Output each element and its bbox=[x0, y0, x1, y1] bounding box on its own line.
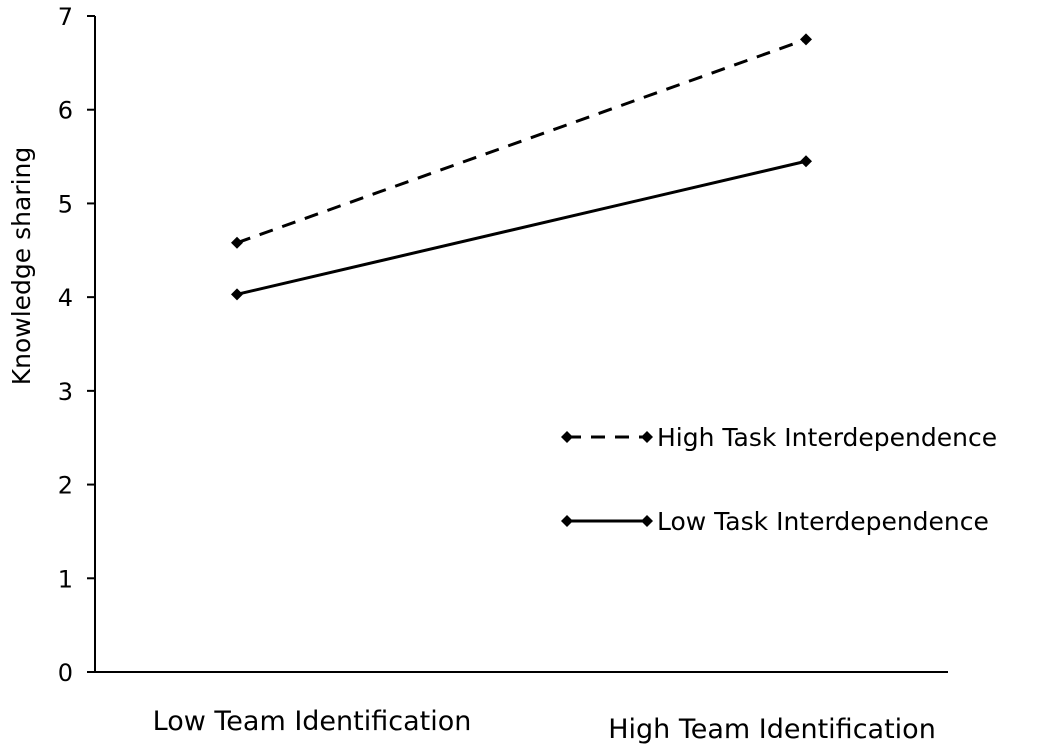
x-category-label: High Team Identification bbox=[608, 714, 936, 745]
x-category-label: Low Team Identification bbox=[153, 706, 472, 737]
y-tick-label: 4 bbox=[58, 284, 73, 312]
y-tick-label: 7 bbox=[58, 3, 73, 31]
legend-marker-diamond bbox=[561, 431, 573, 443]
legend-marker-diamond bbox=[641, 515, 653, 527]
legend-marker-diamond bbox=[641, 431, 653, 443]
x-category-labels: Low Team Identification High Team Identif… bbox=[153, 706, 936, 745]
data-point-diamond bbox=[800, 155, 812, 168]
series-line-low-task-interdependence bbox=[236, 159, 807, 296]
y-tick-label: 2 bbox=[58, 472, 73, 500]
legend-item: High Task Interdependence bbox=[561, 423, 997, 452]
y-tick-label: 0 bbox=[58, 659, 73, 687]
legend-label: Low Task Interdependence bbox=[657, 507, 989, 536]
y-tick-label: 1 bbox=[58, 565, 73, 593]
y-tick-label: 3 bbox=[58, 378, 73, 406]
data-point-diamond bbox=[231, 288, 243, 301]
y-axis: 0 1 2 3 4 5 6 7 bbox=[58, 3, 96, 687]
x-axis: Low Team Identification High Team Identif… bbox=[95, 671, 948, 745]
series-line-high-task-interdependence bbox=[236, 38, 807, 245]
legend-item: Low Task Interdependence bbox=[561, 507, 989, 536]
legend-marker-diamond bbox=[561, 515, 573, 527]
legend-label: High Task Interdependence bbox=[657, 423, 997, 452]
data-point-diamond bbox=[231, 236, 243, 249]
y-ticks: 0 1 2 3 4 5 6 7 bbox=[58, 3, 95, 687]
y-tick-label: 6 bbox=[58, 97, 73, 125]
y-axis-title: Knowledge sharing bbox=[7, 147, 36, 386]
data-point-diamond bbox=[800, 33, 812, 46]
series-lines bbox=[231, 33, 812, 301]
y-tick-label: 5 bbox=[58, 190, 73, 218]
